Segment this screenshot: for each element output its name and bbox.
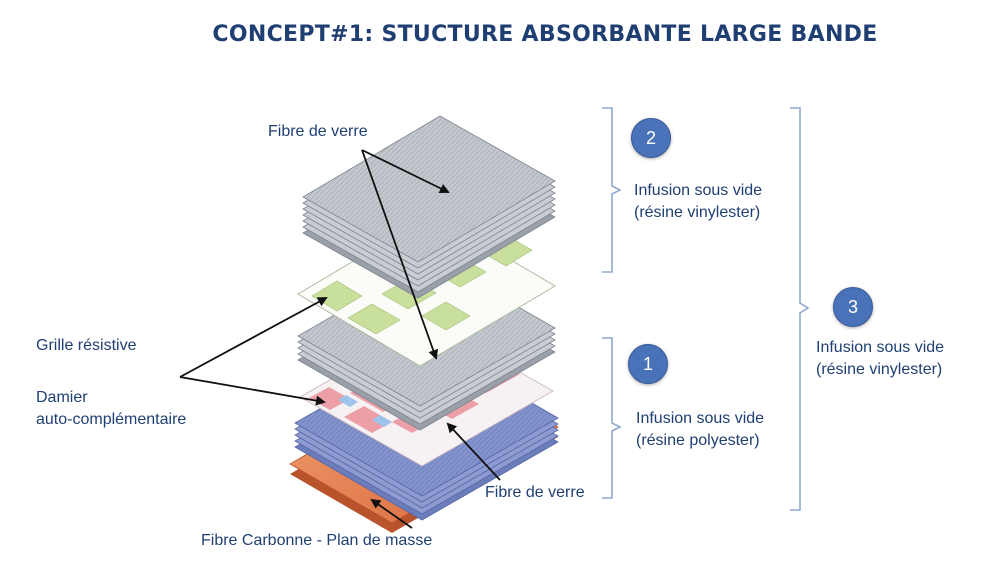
step-1-badge: 1 xyxy=(628,344,668,384)
leader-arrows xyxy=(179,149,501,529)
arrow-fibre-bottom xyxy=(446,422,501,481)
arrow-grille xyxy=(179,297,328,378)
step-3-badge: 3 xyxy=(833,287,873,327)
label-grille-resistive: Grille résistive xyxy=(36,337,137,354)
bracket-step-3 xyxy=(790,107,810,511)
arrow-fibre-middle xyxy=(361,149,439,360)
label-fibre-verre-bottom: Fibre de verre xyxy=(485,484,585,501)
step-2-line1: Infusion sous vide xyxy=(634,182,763,199)
label-damier-line1: Damier xyxy=(36,389,88,406)
arrow-fibre-top xyxy=(361,149,450,193)
top-glass-stack xyxy=(302,115,556,299)
bracket-step-2 xyxy=(602,107,622,273)
label-fibre-carbonne: Fibre Carbonne - Plan de masse xyxy=(201,532,433,549)
arrow-carbon xyxy=(370,498,413,529)
step-2-line2: (résine vinylester) xyxy=(634,204,761,221)
step-2-badge: 2 xyxy=(631,118,671,158)
bracket-step-1 xyxy=(602,337,622,499)
brackets xyxy=(602,107,810,511)
label-damier-line2: auto-complémentaire xyxy=(36,411,187,428)
arrow-damier xyxy=(179,376,326,406)
label-fibre-verre-top: Fibre de verre xyxy=(268,123,368,140)
step-1-line2: (résine polyester) xyxy=(636,432,760,449)
page-title: CONCEPT#1: STUCTURE ABSORBANTE LARGE BAN… xyxy=(212,22,878,47)
step-3-line1: Infusion sous vide xyxy=(816,339,945,356)
step-3-line2: (résine vinylester) xyxy=(816,361,943,378)
step-1-line1: Infusion sous vide xyxy=(636,410,765,427)
